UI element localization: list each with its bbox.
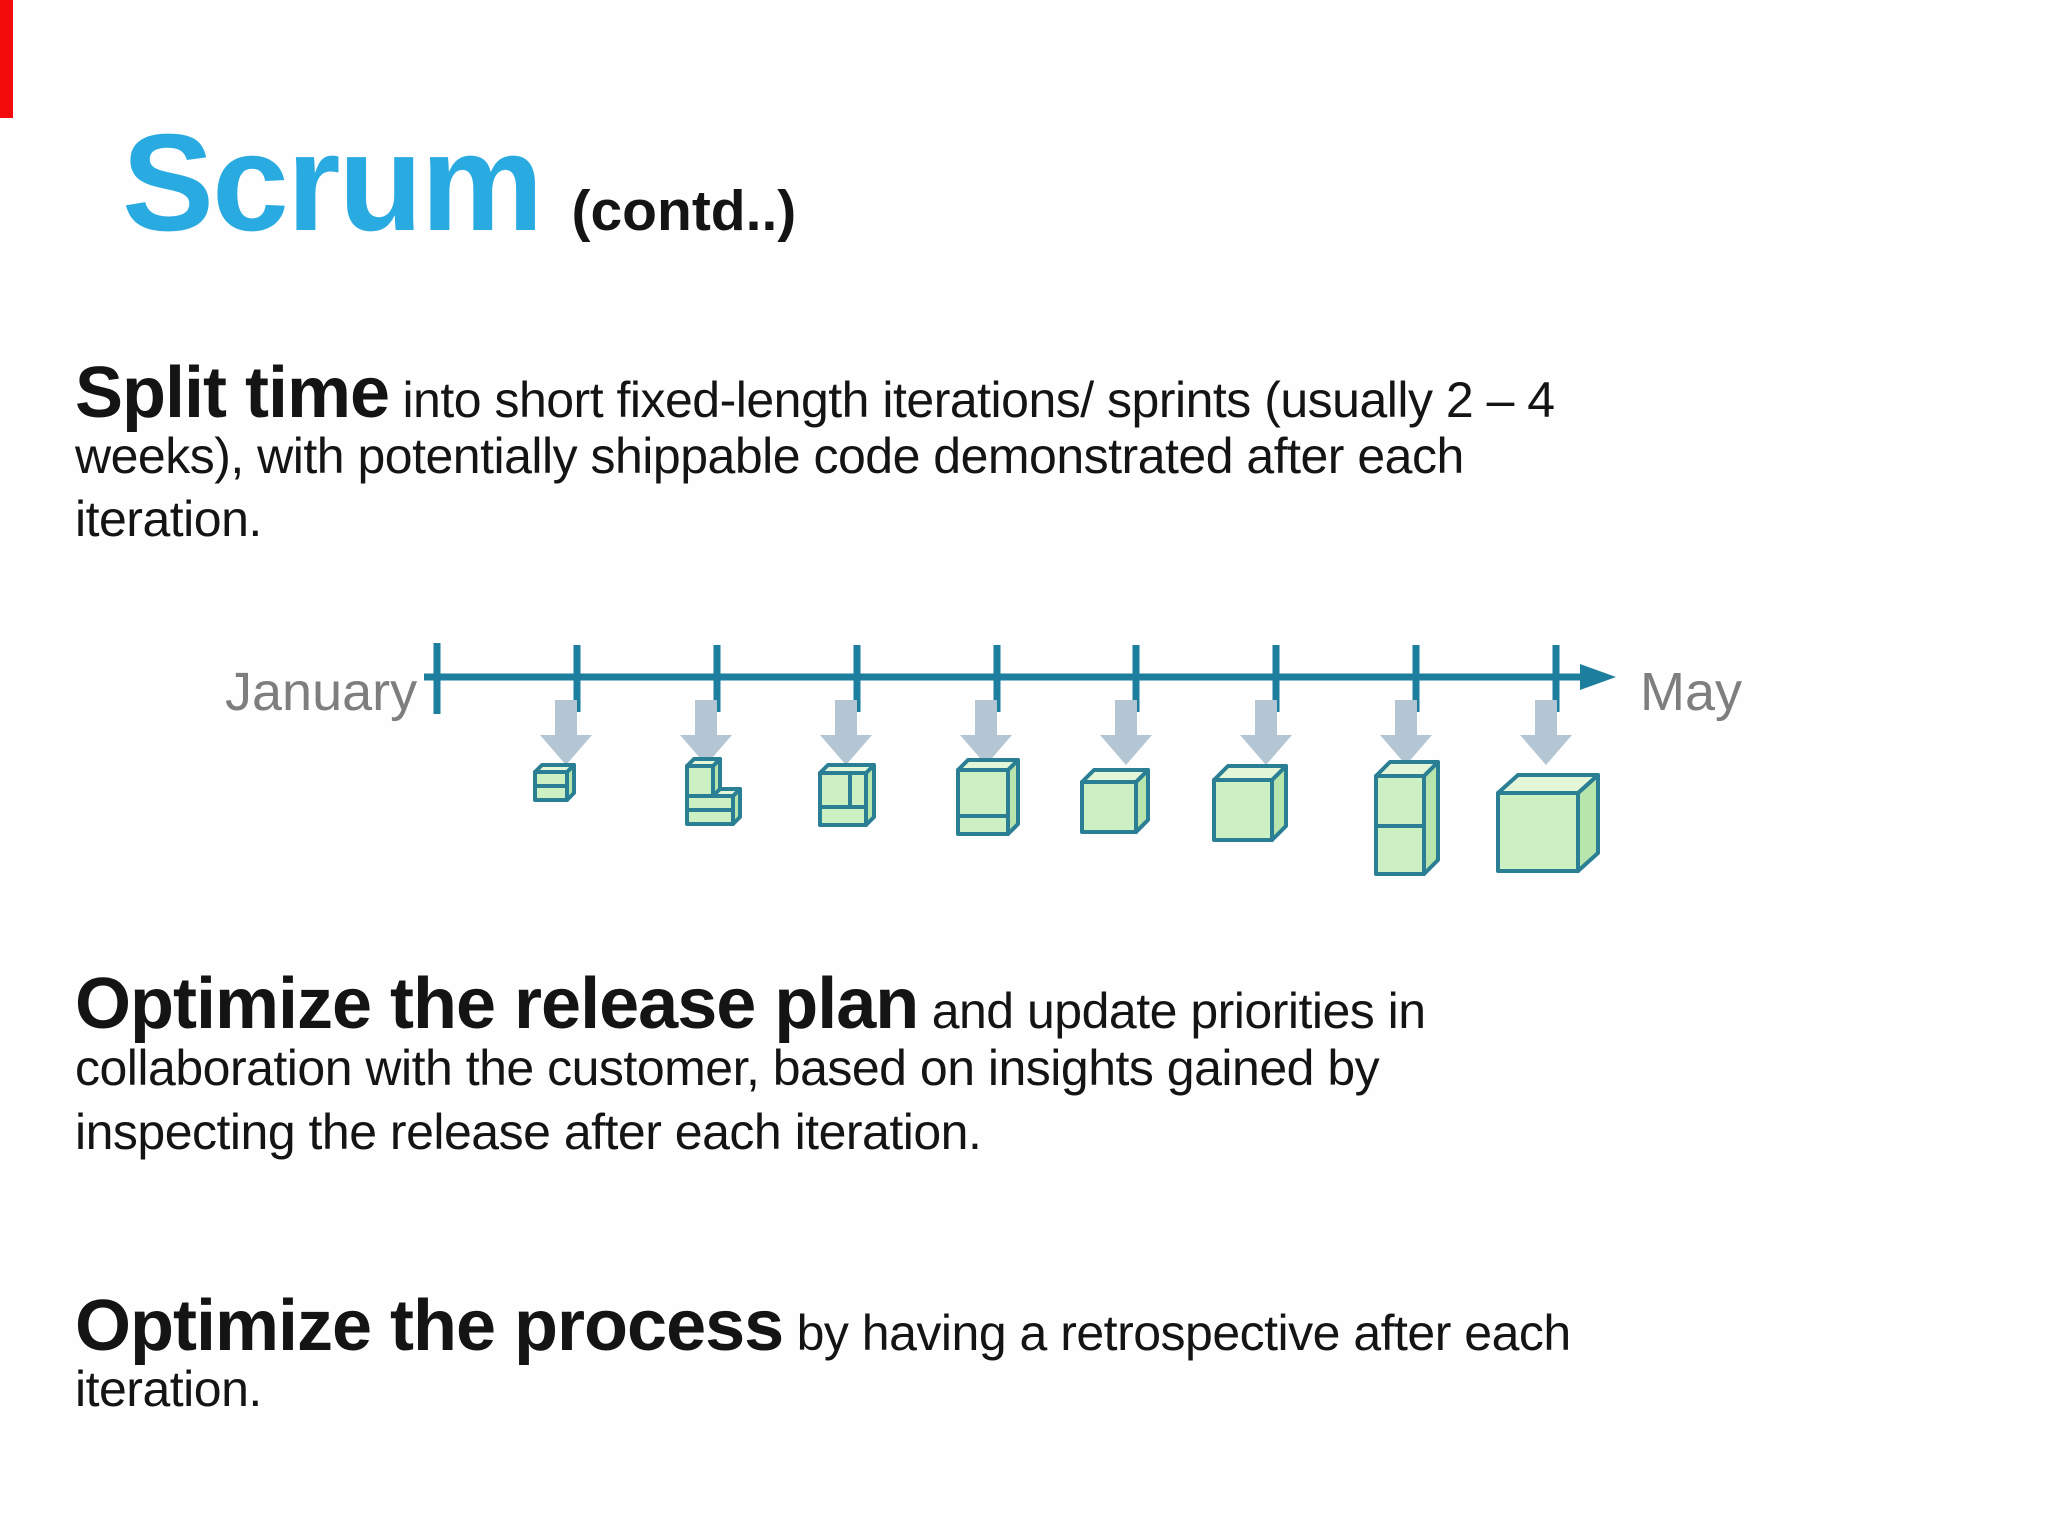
iteration-arrow-icon bbox=[680, 700, 732, 765]
paragraph-lead: Optimize the process bbox=[75, 1286, 784, 1366]
paragraph-line: iteration. bbox=[75, 491, 262, 547]
paragraph-line: Optimize the release plan and update pri… bbox=[75, 968, 1426, 1040]
iteration-arrow-icon bbox=[820, 700, 872, 765]
increment-cubes-1 bbox=[533, 763, 576, 802]
timeline-arrowhead bbox=[1580, 664, 1616, 690]
paragraph-split-time: Split time into short fixed-length itera… bbox=[75, 357, 1555, 551]
paragraph-lead: Optimize the release plan bbox=[75, 964, 919, 1044]
increment-cubes-6 bbox=[1212, 764, 1288, 842]
corner-red-bar bbox=[0, 0, 13, 118]
paragraph-optimize-release: Optimize the release plan and update pri… bbox=[75, 968, 1426, 1164]
paragraph-line: collaboration with the customer, based o… bbox=[75, 1040, 1380, 1096]
paragraph-line: weeks), with potentially shippable code … bbox=[75, 428, 1464, 484]
increment-cubes-5 bbox=[1080, 768, 1150, 834]
paragraph-optimize-process: Optimize the process by having a retrosp… bbox=[75, 1290, 1572, 1421]
paragraph-line: inspecting the release after each iterat… bbox=[75, 1104, 982, 1160]
title-row: Scrum (contd..) bbox=[122, 108, 796, 301]
timeline-diagram: January May bbox=[225, 643, 1742, 876]
iteration-arrow-icon bbox=[1380, 700, 1432, 765]
increment-cubes-4 bbox=[956, 758, 1020, 836]
increment-cubes-8 bbox=[1496, 773, 1600, 873]
title-suffix: (contd..) bbox=[571, 179, 797, 243]
paragraph-line: Split time into short fixed-length itera… bbox=[75, 357, 1555, 429]
page-title: Scrum bbox=[122, 106, 543, 260]
increment-cubes-2 bbox=[685, 757, 742, 826]
paragraph-text: and update priorities in bbox=[918, 983, 1426, 1039]
iteration-arrow-icon bbox=[1240, 700, 1292, 765]
month-label-january: January bbox=[225, 662, 417, 722]
iteration-arrow-icon bbox=[540, 700, 592, 765]
paragraph-lead: Split time bbox=[75, 353, 390, 433]
paragraph-line: iteration. bbox=[75, 1361, 262, 1417]
iteration-arrow-icon bbox=[960, 700, 1012, 765]
paragraph-line: Optimize the process by having a retrosp… bbox=[75, 1290, 1572, 1362]
month-label-may: May bbox=[1640, 662, 1742, 722]
paragraph-text: into short fixed-length iterations/ spri… bbox=[389, 372, 1555, 428]
iteration-arrow-icon bbox=[1520, 700, 1572, 765]
increment-cubes-3 bbox=[818, 763, 876, 827]
paragraph-text: by having a retrospective after each bbox=[783, 1305, 1572, 1361]
increment-cubes-7 bbox=[1374, 760, 1440, 876]
iteration-arrow-icon bbox=[1100, 700, 1152, 765]
